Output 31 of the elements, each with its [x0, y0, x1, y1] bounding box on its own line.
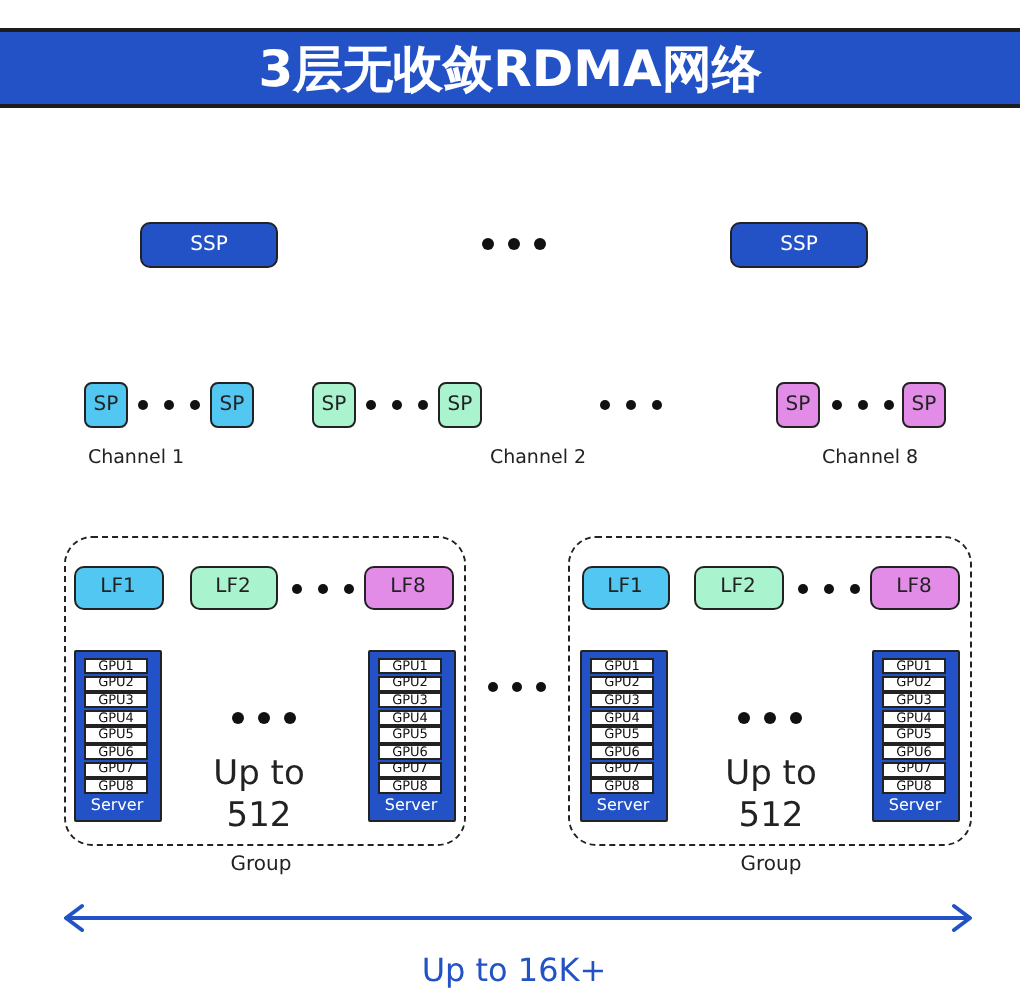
switch-box: LF2: [189, 565, 277, 609]
switch-box: SP: [312, 382, 356, 428]
server-label: Server: [596, 795, 650, 813]
server-rack: [579, 649, 667, 821]
switch-box: SP: [84, 382, 128, 428]
server-label: Server: [384, 795, 438, 813]
group-label: Group: [740, 853, 802, 878]
server-rack: [871, 649, 959, 821]
switch-box: LF8: [869, 565, 959, 609]
switch-box: SP: [210, 382, 254, 428]
capacity-label: Up to 512: [723, 753, 819, 838]
switch-box: SSP: [730, 222, 868, 268]
switch-box: LF1: [73, 565, 163, 609]
switch-box: SP: [438, 382, 482, 428]
switch-box: SP: [902, 382, 946, 428]
channel-label: Channel 2: [489, 446, 587, 470]
title-banner: 3层无收敛RDMA网络: [0, 28, 1020, 108]
channel-label: Channel 1: [87, 446, 185, 470]
server-label: Server: [888, 795, 942, 813]
switch-box: SP: [776, 382, 820, 428]
switch-box: LF8: [363, 565, 453, 609]
switch-box: LF1: [581, 565, 669, 609]
switch-box: LF2: [693, 565, 783, 609]
capacity-label: Up to 512: [211, 753, 307, 838]
switch-box: SSP: [140, 222, 278, 268]
channel-label: Channel 8: [821, 446, 919, 470]
server-label: Server: [90, 795, 144, 813]
group-label: Group: [230, 853, 292, 878]
server-rack: [367, 649, 455, 821]
server-rack: [73, 649, 161, 821]
dimension-label: Up to 16K+: [421, 950, 607, 990]
